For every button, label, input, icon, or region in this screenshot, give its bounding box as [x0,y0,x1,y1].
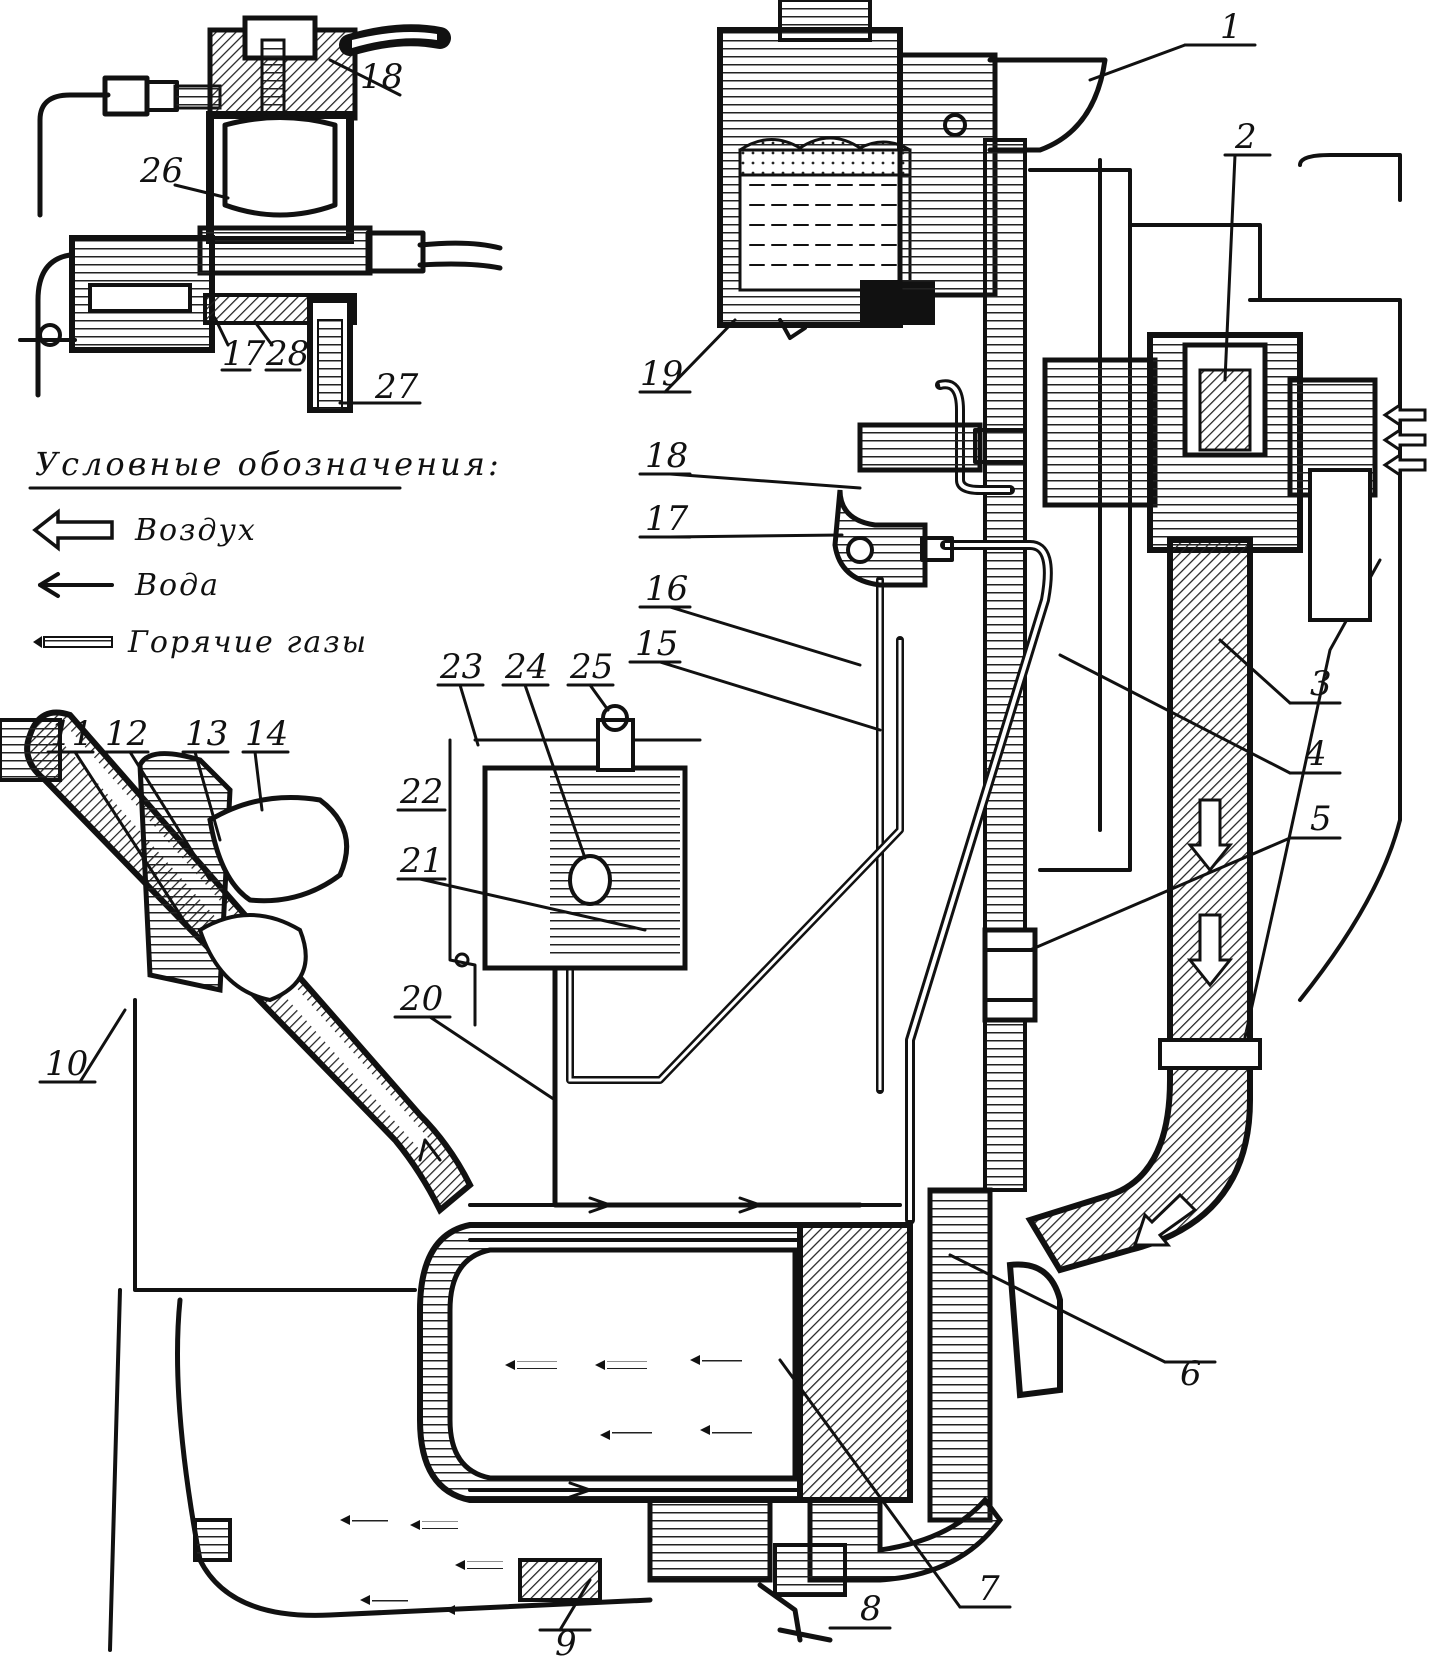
legend-label-water: Вода [134,568,220,603]
inset-valve-section [18,15,503,413]
label-14: 14 [245,714,288,754]
body-panels [1028,153,1402,1062]
label-24: 24 [504,647,548,687]
line-arrow-icon [38,572,114,598]
inset-callouts: 18 26 17 28 27 [139,57,422,407]
fuel-pump [832,422,1027,588]
label-6: 6 [1180,1354,1202,1394]
label-2: 2 [1234,117,1257,157]
label-20: 20 [399,979,443,1019]
label-17: 17 [645,499,689,539]
label-4: 4 [1304,734,1327,774]
label-15: 15 [635,624,678,664]
label-23: 23 [439,647,483,687]
label-16: 16 [645,569,688,609]
label-28: 28 [265,334,309,374]
engine-sump [108,998,653,1652]
label-1: 1 [1220,7,1242,47]
heat-exchanger [417,1187,1004,1643]
label-12: 12 [105,714,148,754]
main-callouts: 1 2 3 4 5 6 7 8 9 10 11 12 [38,7,1342,1663]
fuel-tank [717,0,1108,340]
legend: Условные обозначения: Воздух Вода Горячи… [28,445,502,660]
dashed-arrow-icon [33,636,113,648]
label-7: 7 [978,1569,1000,1609]
label-8: 8 [860,1589,882,1629]
water-flow-lines [418,1138,902,1499]
label-13: 13 [185,714,228,754]
label-27: 27 [374,367,419,407]
control-box [448,704,702,1027]
legend-title: Условные обозначения: [35,445,502,483]
vertical-pipe [982,138,1038,1192]
label-19: 19 [640,354,683,394]
label-10: 10 [45,1044,88,1084]
label-18: 18 [645,436,688,476]
label-17-inset: 17 [222,334,266,374]
exhaust-pipe [0,709,474,1215]
label-25: 25 [569,647,613,687]
hollow-arrow-icon [32,508,114,552]
label-21: 21 [399,841,443,881]
air-inlet-arrows [1382,402,1427,478]
label-3: 3 [1310,664,1332,704]
legend-label-air: Воздух [134,513,257,548]
label-9: 9 [555,1624,577,1663]
legend-label-gas: Горячие газы [127,625,368,660]
label-5: 5 [1310,799,1332,839]
label-11: 11 [50,714,93,754]
air-hose [1006,537,1262,1399]
blower-motor [1042,332,1378,622]
label-22: 22 [399,772,443,812]
